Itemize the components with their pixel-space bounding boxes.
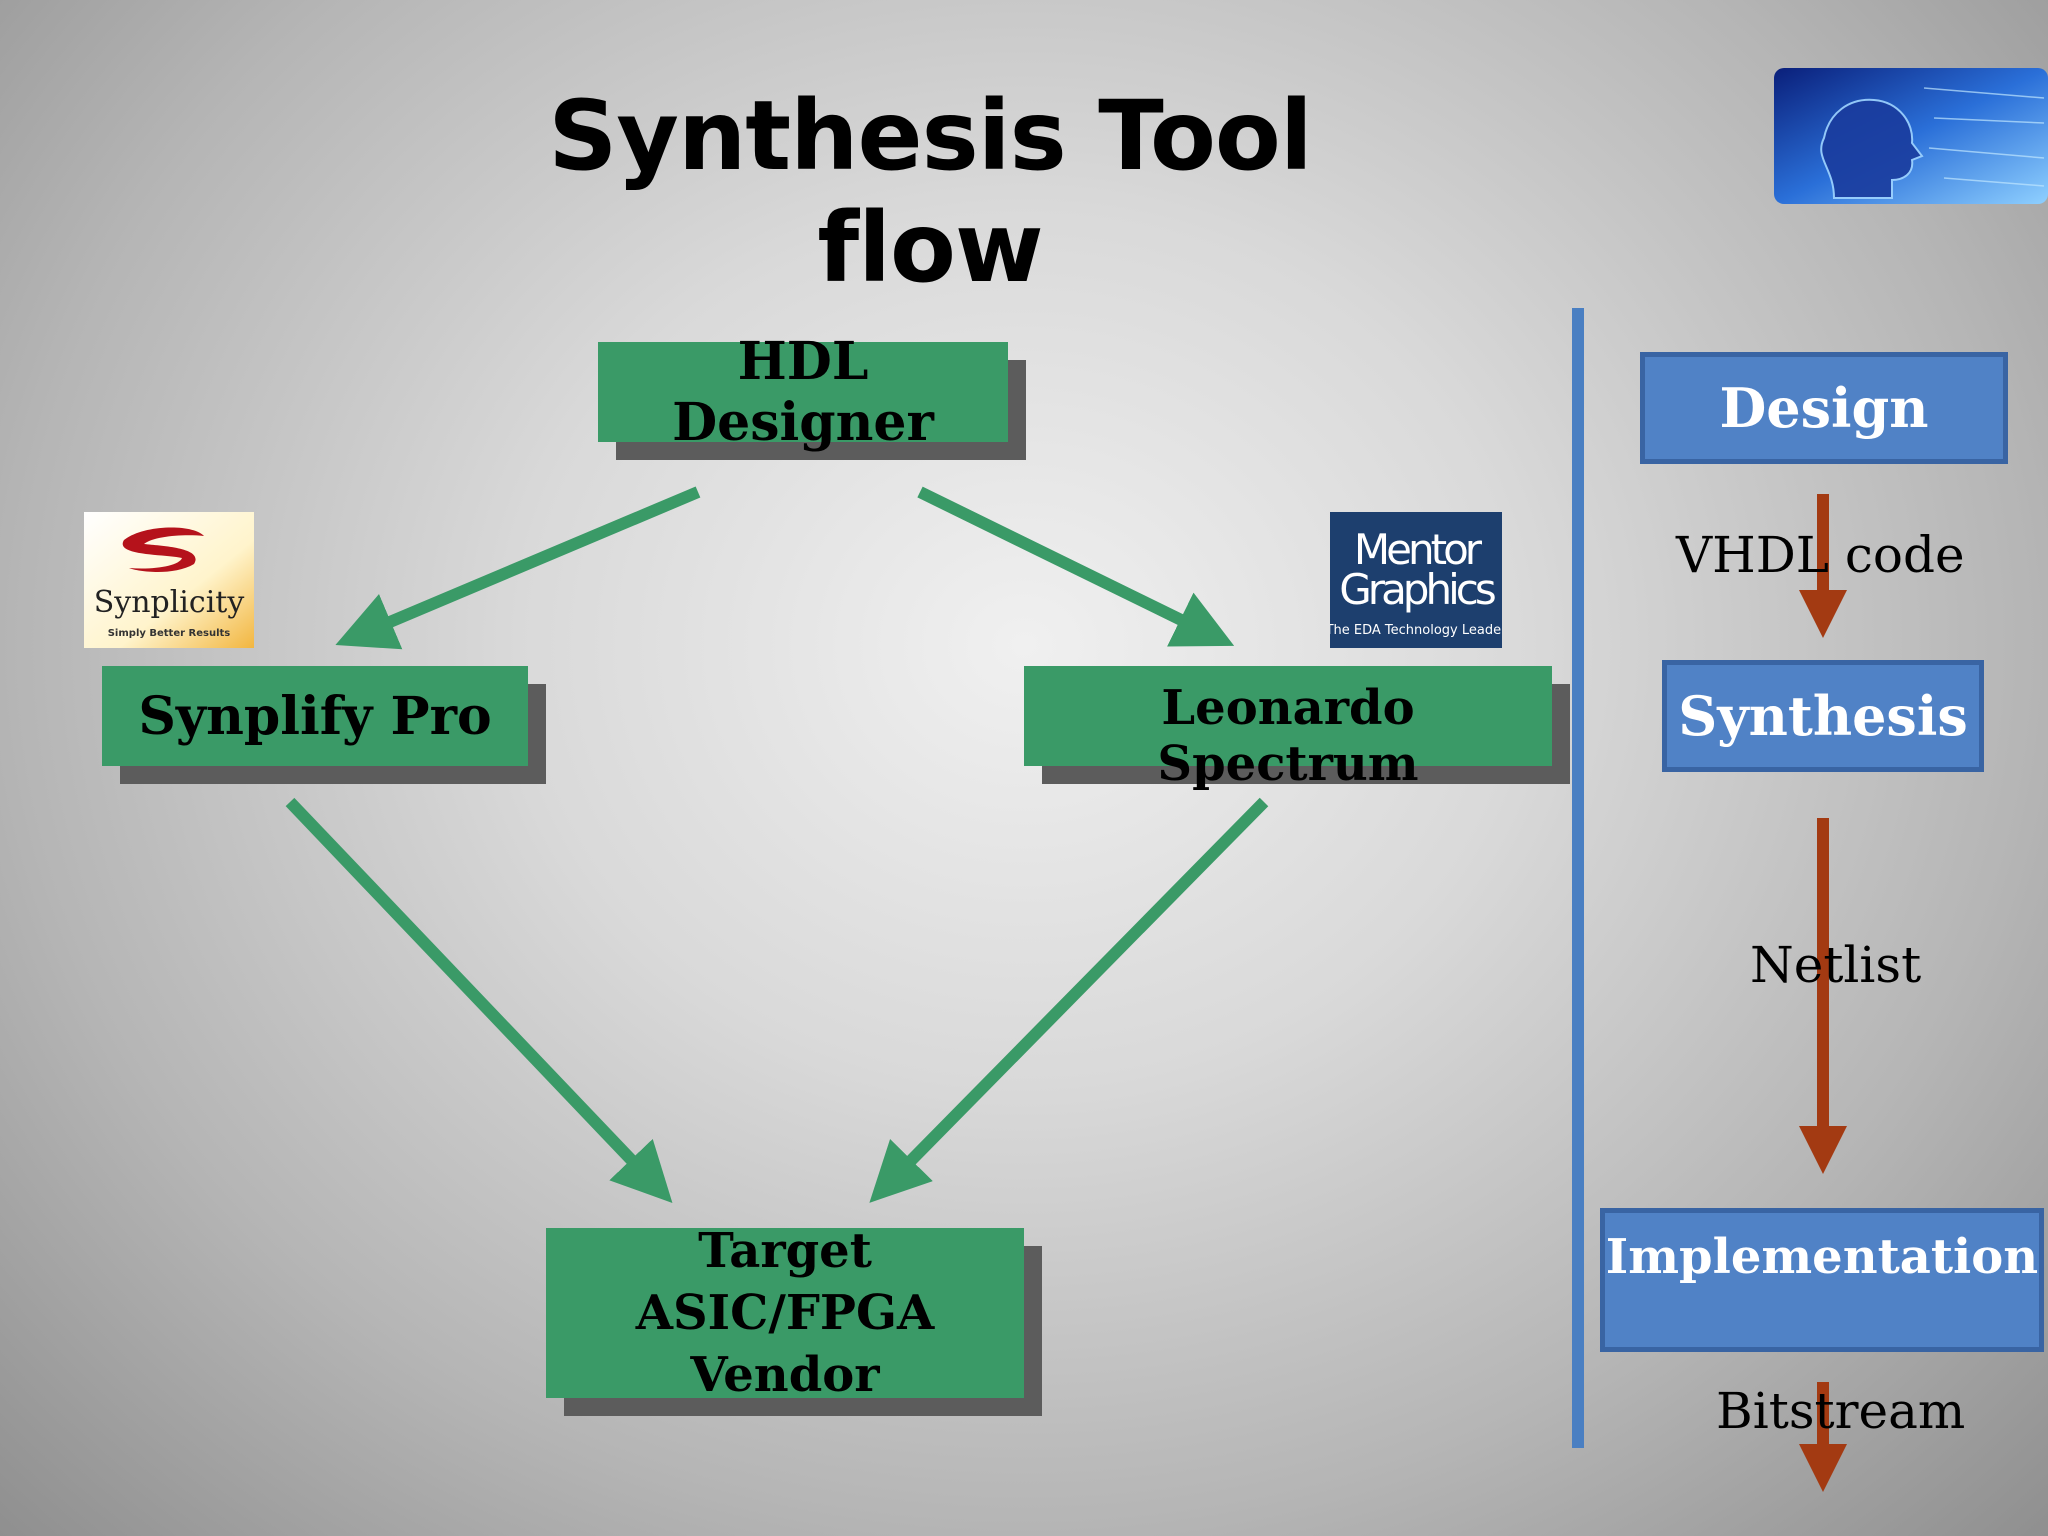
synplify-pro-box: Synplify Pro (102, 666, 528, 766)
vhdl-code-label: VHDL code (1676, 526, 1965, 584)
synplicity-logo: Synplicity Simply Better Results (84, 512, 254, 648)
target-vendor-line1: Target ASIC/FPGA (635, 1223, 935, 1341)
netlist-label: Netlist (1750, 936, 1922, 994)
hdl-designer-label: HDL Designer (672, 331, 934, 453)
design-box: Design (1640, 352, 2008, 464)
leonardo-spectrum-box: Leonardo Spectrum (1024, 666, 1552, 792)
synplicity-logo-name: Synplicity (94, 585, 245, 620)
target-vendor-line2: Vendor (690, 1347, 880, 1403)
digital-head-image (1774, 68, 2048, 204)
mentor-logo-line2: Graphics (1339, 565, 1495, 614)
flow-divider (1572, 308, 1584, 1448)
implementation-label: Implementation (1605, 1229, 2039, 1285)
leonardo-spectrum-label: Leonardo Spectrum (1157, 680, 1419, 792)
mentor-graphics-logo: Mentor Graphics The EDA Technology Leade… (1330, 512, 1502, 648)
mentor-logo-tagline: The EDA Technology Leader (1330, 623, 1502, 638)
arrow-hdl-to-leonardo (917, 486, 1235, 647)
synplify-pro-label: Synplify Pro (138, 685, 492, 747)
implementation-box: Implementation (1600, 1208, 2044, 1352)
arrow-leonardo-to-target (869, 797, 1269, 1203)
slide-title: Synthesis Tool flow (548, 80, 1313, 304)
bitstream-label: Bitstream (1716, 1382, 1966, 1440)
design-label: Design (1719, 376, 1929, 440)
synplicity-logo-tagline: Simply Better Results (108, 628, 231, 639)
hdl-designer-box: HDL Designer (598, 331, 1008, 453)
mentor-logo-line1: Mentor (1354, 525, 1483, 574)
target-vendor-box: Target ASIC/FPGA Vendor (546, 1223, 1024, 1403)
synthesis-box: Synthesis (1662, 660, 1984, 772)
synthesis-label: Synthesis (1678, 684, 1968, 748)
arrow-hdl-to-synplify (335, 486, 701, 650)
arrow-synplify-to-target (285, 797, 673, 1204)
